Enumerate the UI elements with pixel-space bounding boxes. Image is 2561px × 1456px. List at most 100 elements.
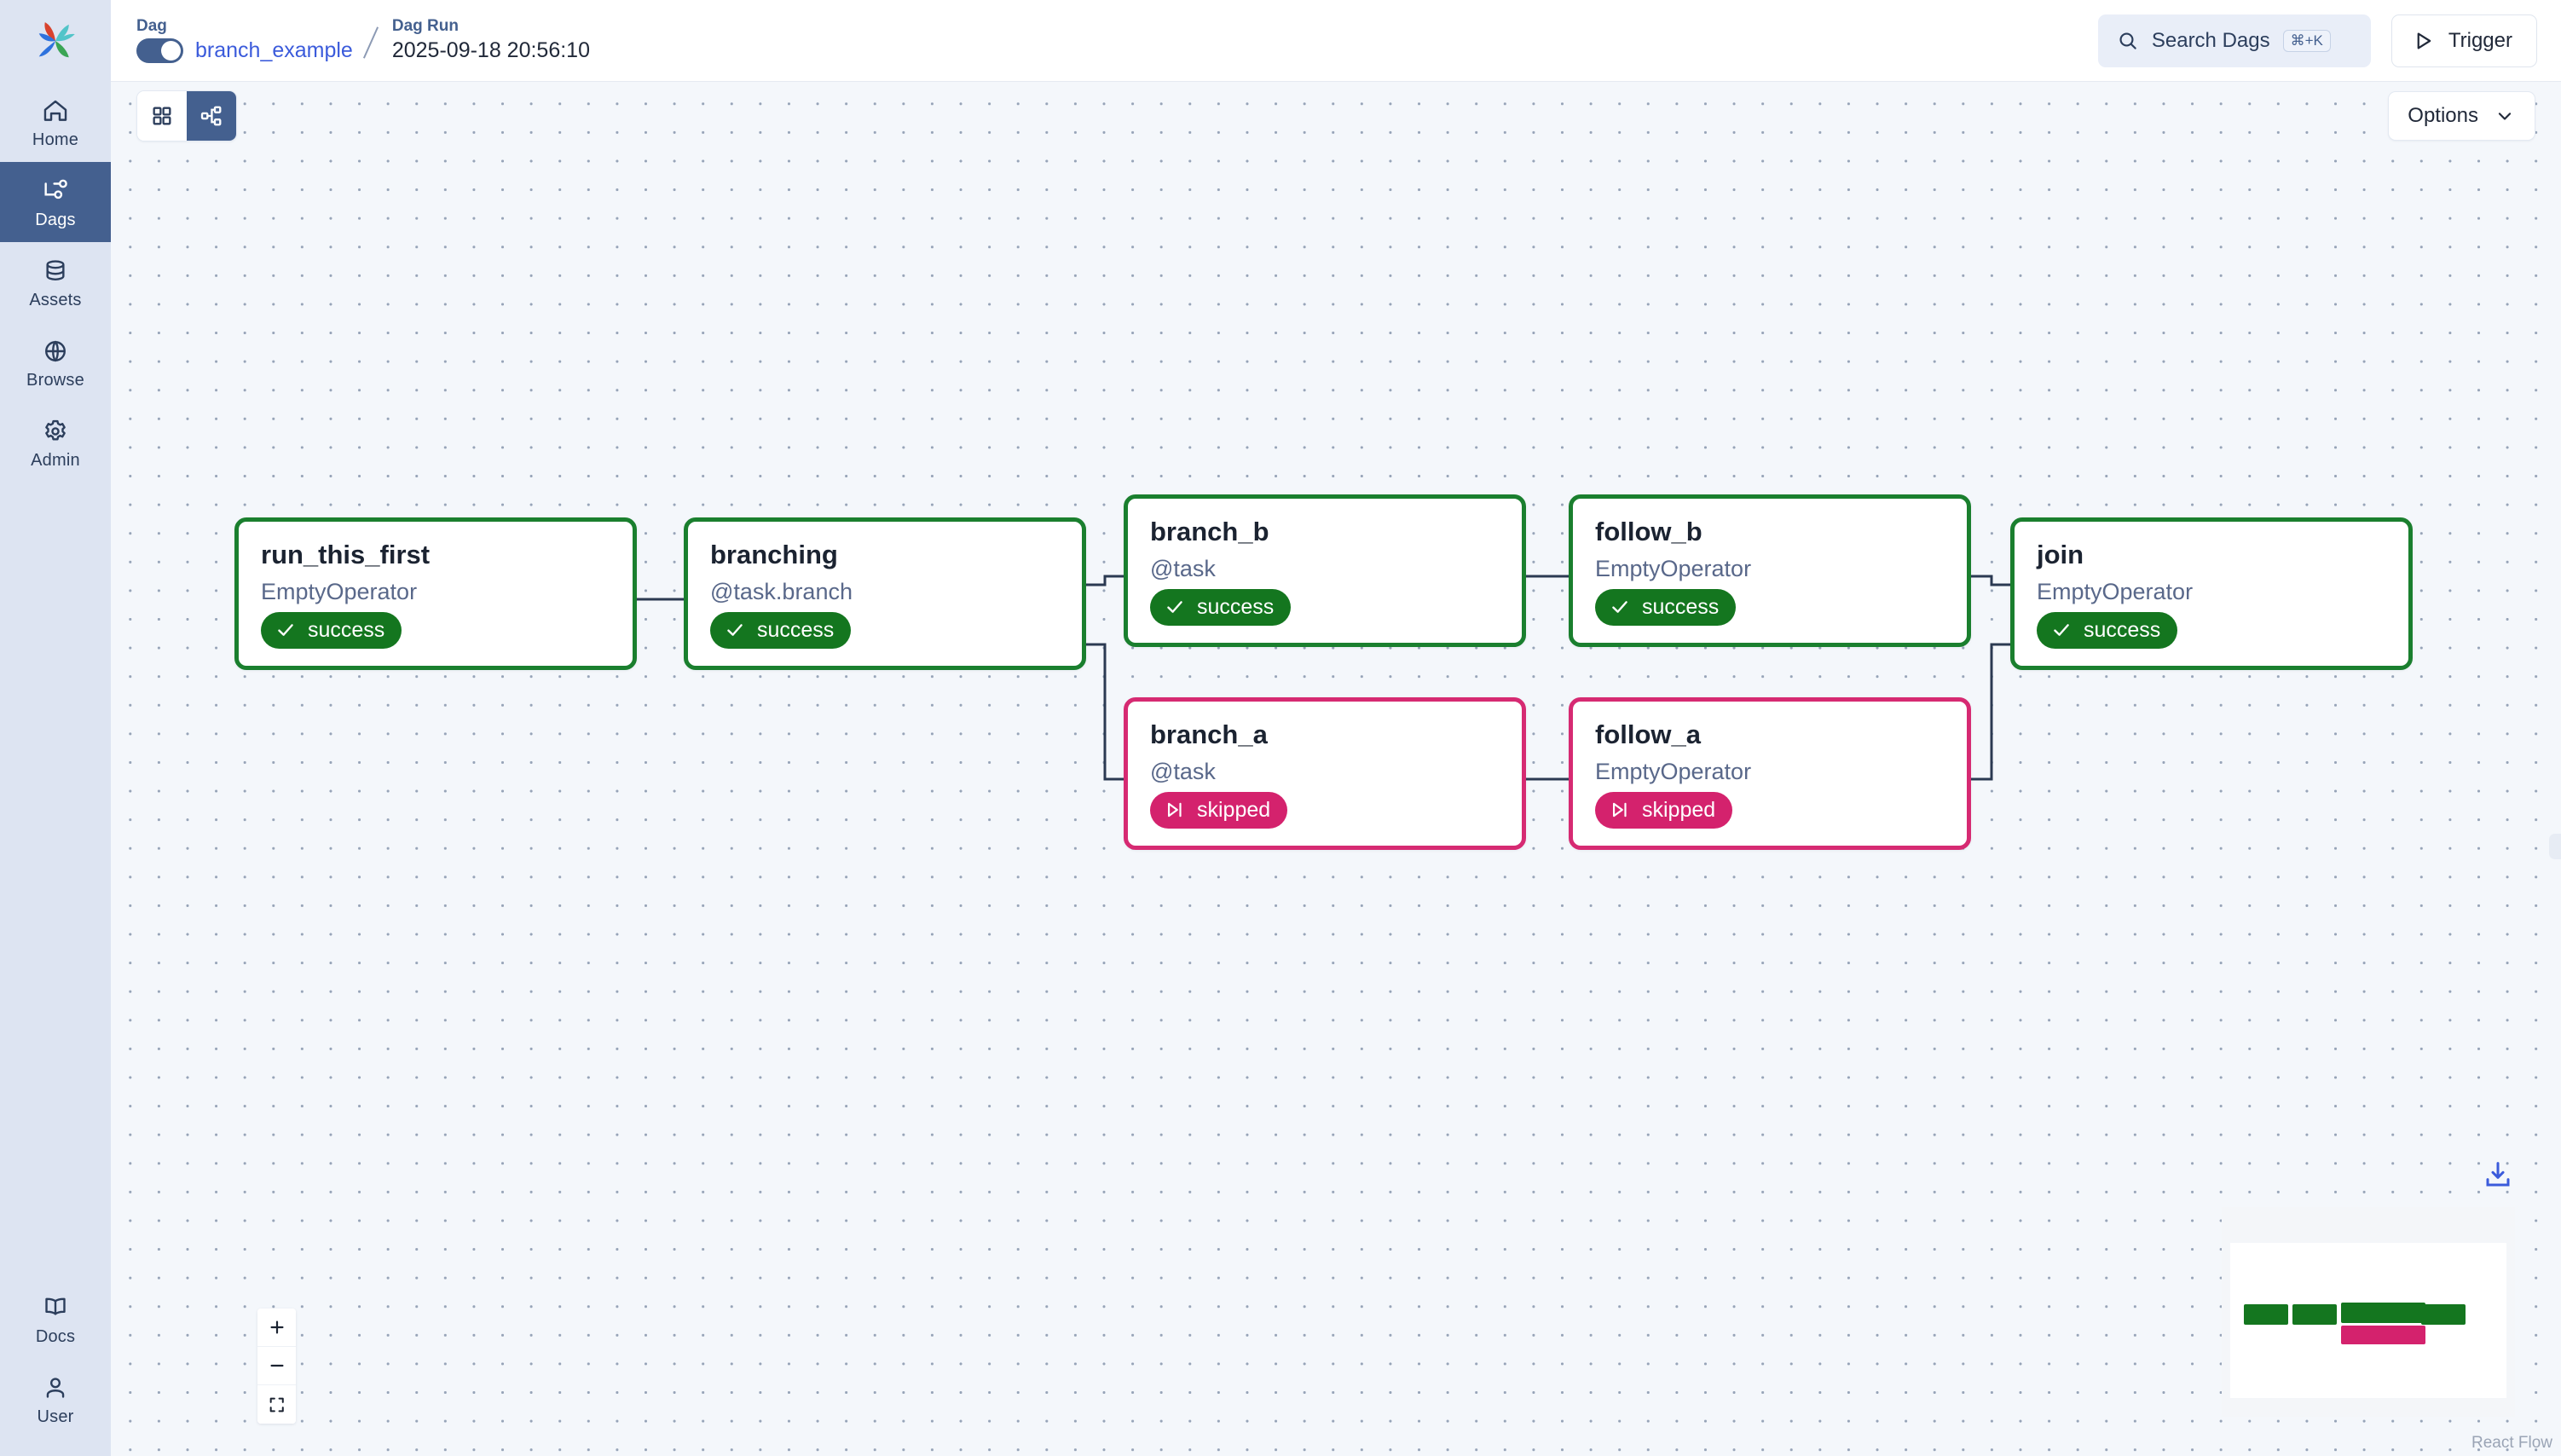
skip-forward-icon — [1167, 803, 1182, 818]
sidebar-item-browse[interactable]: Browse — [0, 322, 111, 402]
skip-forward-icon — [1612, 803, 1627, 818]
main-area: Dag branch_example Dag Run 2025-09-18 20… — [111, 0, 2561, 1456]
sidebar-item-label: Dags — [35, 210, 76, 229]
minimap-node — [2292, 1304, 2337, 1325]
sidebar-item-label: Admin — [31, 450, 80, 470]
graph-edges — [637, 575, 2010, 781]
search-icon — [2119, 32, 2136, 49]
task-node-operator: @task.branch — [710, 579, 853, 605]
user-icon — [46, 1377, 65, 1398]
options-button[interactable]: Options — [2388, 91, 2535, 141]
graph-minimap[interactable] — [2222, 1207, 2515, 1417]
sidebar-item-admin[interactable]: Admin — [0, 402, 111, 482]
task-node-title: follow_b — [1595, 517, 1703, 546]
task-state-badge: skipped — [1150, 791, 1288, 829]
minimap-node — [2421, 1304, 2466, 1325]
breadcrumb-dag: Dag branch_example — [136, 17, 353, 64]
task-node-branching[interactable]: branching @task.branch success — [684, 517, 1086, 670]
task-node-join[interactable]: join EmptyOperator success — [2010, 517, 2413, 670]
trigger-label: Trigger — [2448, 28, 2512, 52]
fit-view-button[interactable] — [257, 1385, 296, 1424]
download-icon — [2486, 1162, 2510, 1187]
task-state-label: success — [1197, 594, 1275, 619]
task-state-badge: skipped — [1595, 791, 1733, 829]
minimap-node — [2341, 1303, 2385, 1323]
task-state-label: success — [2084, 617, 2161, 642]
edge-follow_b-join — [1971, 575, 2010, 586]
edge-branching-branch_b — [1086, 575, 1124, 586]
sidebar-nav-secondary: Docs User — [0, 1279, 111, 1456]
graph-view-button[interactable] — [187, 91, 236, 141]
task-state-label: success — [1642, 594, 1720, 619]
search-dags-label: Search Dags — [2151, 28, 2270, 52]
side-panel-drag-handle[interactable] — [2549, 834, 2561, 859]
left-sidebar: Home Dags Assets — [0, 0, 111, 1456]
breadcrumb: Dag branch_example Dag Run 2025-09-18 20… — [136, 14, 590, 68]
task-state-badge: success — [1150, 588, 1292, 626]
task-state-badge: success — [1595, 588, 1737, 626]
search-shortcut-badge: ⌘+K — [2282, 29, 2331, 52]
minimap-node — [2381, 1303, 2425, 1323]
chevron-down-icon — [2498, 113, 2512, 120]
home-icon — [43, 100, 67, 121]
task-node-title: run_this_first — [261, 540, 431, 569]
task-node-operator: @task — [1150, 556, 1216, 582]
minimap-node — [2341, 1326, 2385, 1344]
sidebar-item-user[interactable]: User — [0, 1359, 111, 1439]
gear-icon — [45, 419, 66, 441]
task-node-follow_b[interactable]: follow_b EmptyOperator success — [1569, 494, 1971, 647]
edge-branching-branch_a — [1086, 643, 1124, 781]
breadcrumb-separator — [353, 14, 392, 68]
fit-view-icon — [269, 1397, 284, 1412]
sidebar-item-home[interactable]: Home — [0, 82, 111, 162]
task-state-badge: success — [2037, 611, 2178, 649]
check-icon — [278, 624, 293, 637]
zoom-out-button[interactable] — [257, 1347, 296, 1385]
book-icon — [45, 1297, 66, 1315]
sidebar-item-label: Home — [32, 130, 79, 149]
sidebar-item-assets[interactable]: Assets — [0, 242, 111, 322]
task-node-branch_b[interactable]: branch_b @task success — [1124, 494, 1526, 647]
edge-follow_a-join — [1971, 643, 2010, 781]
trigger-button[interactable]: Trigger — [2390, 14, 2537, 67]
dag-pause-toggle[interactable] — [136, 38, 183, 64]
sidebar-item-dags[interactable]: Dags — [0, 162, 111, 242]
task-state-label: skipped — [1642, 797, 1716, 822]
sidebar-item-label: User — [37, 1407, 74, 1426]
task-node-title: join — [2037, 540, 2084, 569]
minus-icon — [269, 1364, 284, 1367]
options-label: Options — [2408, 104, 2478, 127]
top-header: Dag branch_example Dag Run 2025-09-18 20… — [111, 0, 2561, 82]
play-icon — [2417, 32, 2431, 49]
airflow-pinwheel-logo — [38, 22, 75, 58]
task-node-operator: EmptyOperator — [1595, 759, 1752, 785]
dag-name-link[interactable]: branch_example — [195, 38, 353, 63]
task-node-title: branch_a — [1150, 719, 1268, 749]
airflow-logo[interactable] — [0, 0, 111, 82]
graph-canvas[interactable]: run_this_first EmptyOperator success bra… — [111, 82, 2561, 1456]
grid-view-button[interactable] — [137, 91, 187, 141]
sidebar-item-label: Browse — [26, 370, 84, 390]
task-node-operator: @task — [1150, 759, 1216, 785]
task-node-title: branch_b — [1150, 517, 1269, 546]
task-state-label: skipped — [1197, 797, 1271, 822]
sidebar-item-docs[interactable]: Docs — [0, 1279, 111, 1359]
search-dags-button[interactable]: Search Dags ⌘+K — [2097, 14, 2371, 67]
graph-view-icon — [200, 106, 222, 126]
graph-toolbar: Options — [111, 82, 2561, 150]
task-node-operator: EmptyOperator — [261, 579, 418, 605]
react-flow-attribution: React Flow — [2471, 1434, 2552, 1452]
task-node-title: branching — [710, 540, 838, 569]
download-graph-button[interactable] — [2481, 1158, 2515, 1192]
zoom-in-button[interactable] — [257, 1309, 296, 1347]
task-node-operator: EmptyOperator — [2037, 579, 2194, 605]
minimap-node — [2381, 1326, 2425, 1344]
plus-icon — [269, 1320, 284, 1334]
header-actions: Search Dags ⌘+K Trigger — [2097, 14, 2537, 67]
sidebar-item-label: Assets — [29, 290, 82, 309]
task-node-run_this_first[interactable]: run_this_first EmptyOperator success — [234, 517, 637, 670]
task-node-title: follow_a — [1595, 719, 1702, 749]
task-node-follow_a[interactable]: follow_a EmptyOperator skipped — [1569, 697, 1971, 850]
task-node-branch_a[interactable]: branch_a @task skipped — [1124, 697, 1526, 850]
